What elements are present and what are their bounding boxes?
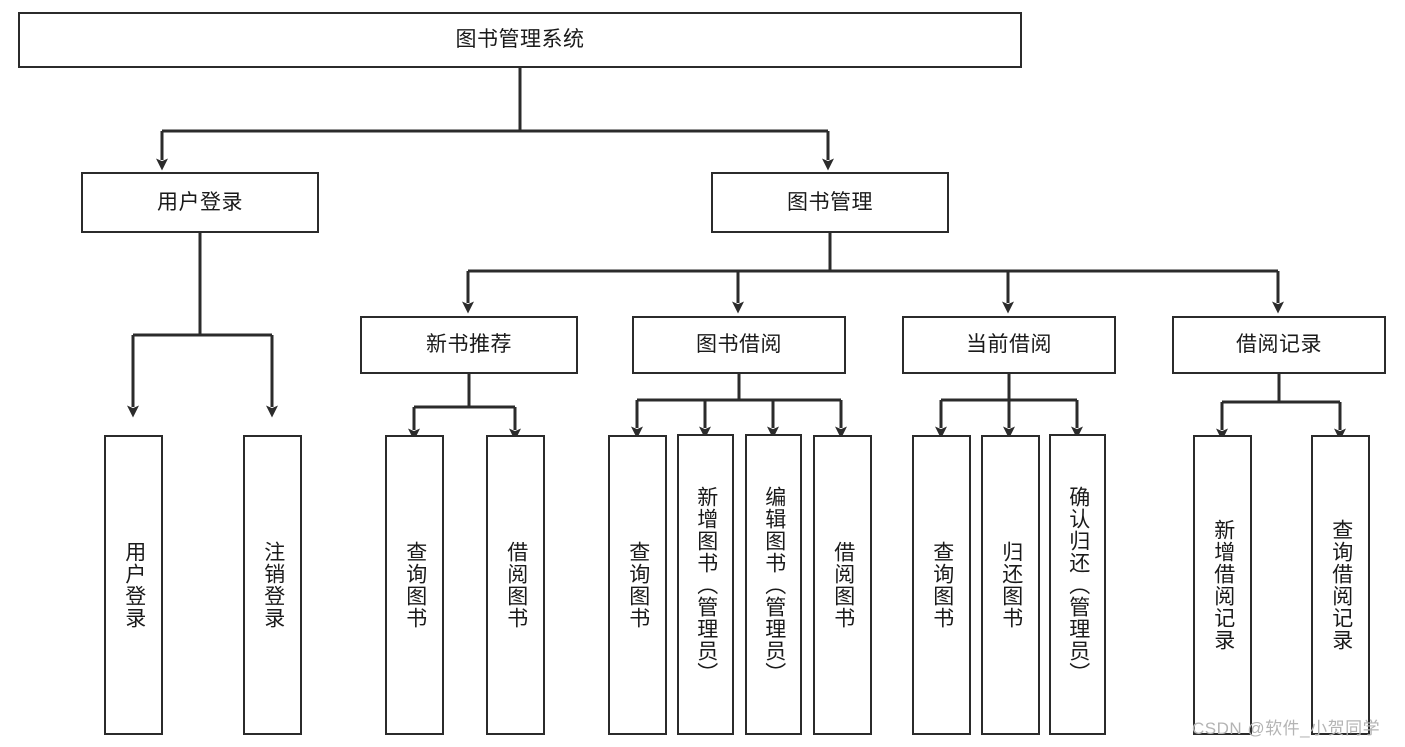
node-label: 注销登录 xyxy=(261,541,285,629)
node-leaf-edit-book[interactable]: 编辑图书（管理员） xyxy=(745,434,802,735)
node-label: 新增借阅记录 xyxy=(1211,519,1235,651)
node-leaf-borrow-book-1[interactable]: 借阅图书 xyxy=(486,435,545,735)
node-label: 用户登录 xyxy=(122,541,146,629)
node-leaf-add-book[interactable]: 新增图书（管理员） xyxy=(677,434,734,735)
node-label: 借阅图书 xyxy=(504,541,528,629)
node-label: 查询借阅记录 xyxy=(1329,519,1353,651)
node-leaf-confirm-return[interactable]: 确认归还（管理员） xyxy=(1049,434,1106,735)
node-leaf-add-record[interactable]: 新增借阅记录 xyxy=(1193,435,1252,735)
node-label: 查询图书 xyxy=(930,541,954,629)
node-leaf-borrow-book-2[interactable]: 借阅图书 xyxy=(813,435,872,735)
node-user-login[interactable]: 用户登录 xyxy=(81,172,319,233)
node-current-borrow[interactable]: 当前借阅 xyxy=(902,316,1116,374)
node-book-borrow[interactable]: 图书借阅 xyxy=(632,316,846,374)
node-label: 借阅图书 xyxy=(831,541,855,629)
node-book-manage[interactable]: 图书管理 xyxy=(711,172,949,233)
csdn-watermark: CSDN @软件_小贺同学 xyxy=(1192,719,1381,738)
node-label: 查询图书 xyxy=(626,541,650,629)
node-label: 借阅记录 xyxy=(1236,333,1322,357)
node-label: 确认归还（管理员） xyxy=(1066,485,1090,684)
node-label: 编辑图书（管理员） xyxy=(762,485,786,684)
node-borrow-record[interactable]: 借阅记录 xyxy=(1172,316,1386,374)
node-label: 新增图书（管理员） xyxy=(694,485,718,684)
node-root-system[interactable]: 图书管理系统 xyxy=(18,12,1022,68)
node-label: 当前借阅 xyxy=(966,333,1052,357)
node-label: 新书推荐 xyxy=(426,333,512,357)
node-leaf-query-record[interactable]: 查询借阅记录 xyxy=(1311,435,1370,735)
node-label: 查询图书 xyxy=(403,541,427,629)
node-leaf-return-book[interactable]: 归还图书 xyxy=(981,435,1040,735)
node-label: 图书管理系统 xyxy=(455,28,585,52)
node-leaf-query-book-2[interactable]: 查询图书 xyxy=(608,435,667,735)
node-label: 用户登录 xyxy=(157,190,243,214)
node-leaf-user-login[interactable]: 用户登录 xyxy=(104,435,163,735)
node-new-book-rec[interactable]: 新书推荐 xyxy=(360,316,578,374)
node-leaf-query-book-1[interactable]: 查询图书 xyxy=(385,435,444,735)
node-label: 图书借阅 xyxy=(696,333,782,357)
node-label: 图书管理 xyxy=(787,190,873,214)
node-label: 归还图书 xyxy=(999,541,1023,629)
node-leaf-query-book-3[interactable]: 查询图书 xyxy=(912,435,971,735)
node-leaf-user-logout[interactable]: 注销登录 xyxy=(243,435,302,735)
